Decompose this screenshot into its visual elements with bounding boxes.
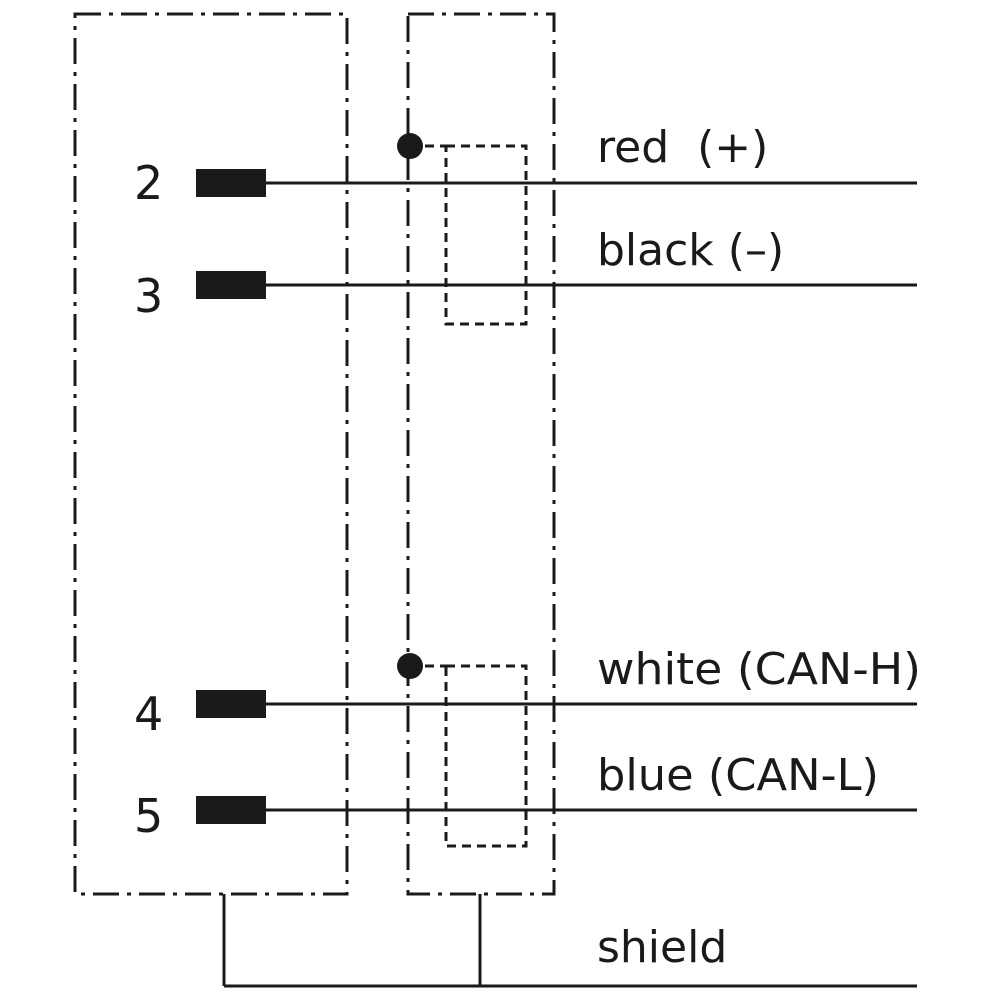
pin-contact-4	[196, 690, 266, 718]
pin-number-3: 3	[134, 269, 163, 323]
pin-number-5: 5	[134, 789, 163, 843]
twisted-pair-box-top	[444, 144, 528, 326]
cable-shield-boundary	[406, 12, 556, 896]
pin-number-2: 2	[134, 156, 163, 210]
shield-label: shield	[597, 922, 727, 973]
wire-label-blue: blue (CAN-L)	[597, 750, 879, 801]
junction-dot-top	[397, 133, 423, 159]
twisted-pair-box-bottom	[444, 664, 528, 848]
wire-label-white: white (CAN-H)	[597, 644, 921, 695]
wire-label-black: black (–)	[597, 225, 784, 276]
wire-label-red: red (+)	[597, 122, 768, 173]
connector-housing	[73, 12, 349, 896]
pin-contact-5	[196, 796, 266, 824]
pin-contact-2	[196, 169, 266, 197]
junction-dot-bottom	[397, 653, 423, 679]
pin-number-4: 4	[134, 687, 163, 741]
pin-contact-3	[196, 271, 266, 299]
